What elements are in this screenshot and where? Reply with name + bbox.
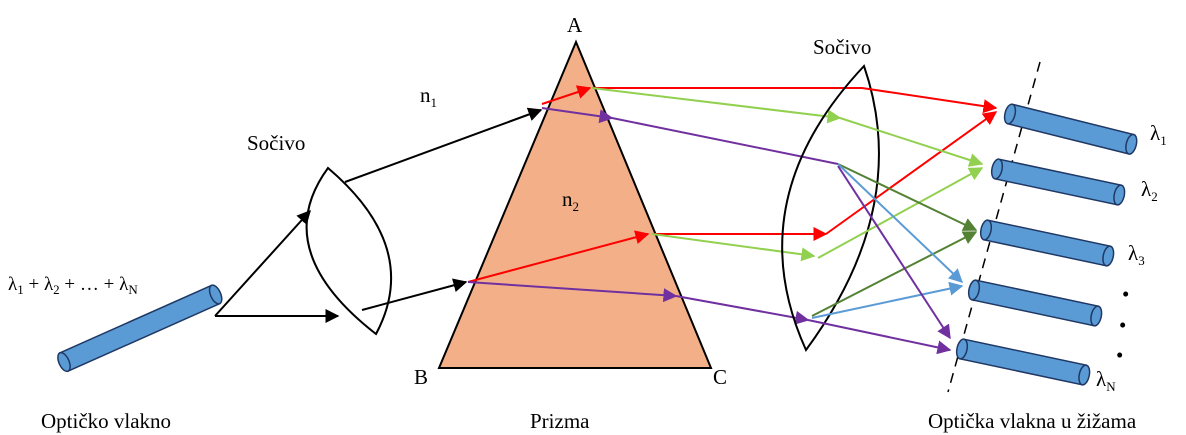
source-fiber-caption: Optičko vlakno xyxy=(41,409,171,433)
lambda-3-label: λ3 xyxy=(1128,241,1145,268)
prism-rays xyxy=(467,85,678,303)
input-rays xyxy=(214,107,543,323)
n1-label: n1 xyxy=(420,83,437,110)
vertex-c-label: C xyxy=(713,365,727,389)
exit-rays xyxy=(591,87,862,325)
output-fiber-4 xyxy=(967,279,1103,327)
lambda-1-label: λ1 xyxy=(1150,121,1167,148)
right-lens-label: Sočivo xyxy=(813,35,871,59)
ellipsis-dot-2: • xyxy=(1119,313,1126,337)
vertex-b-label: B xyxy=(414,365,428,389)
vertex-a-label: A xyxy=(567,13,583,37)
output-fiber-2 xyxy=(990,158,1126,206)
lambda-n-label: λN xyxy=(1096,367,1116,394)
output-fiber-5 xyxy=(955,338,1091,386)
source-fiber xyxy=(57,284,223,373)
n2-label: n2 xyxy=(562,187,579,214)
output-fiber-3 xyxy=(979,219,1115,267)
focused-rays xyxy=(807,87,998,355)
prism xyxy=(437,39,713,369)
output-fibers-caption: Optička vlakna u žižama xyxy=(928,409,1137,433)
prism-caption: Prizma xyxy=(530,409,590,433)
left-lens-label: Sočivo xyxy=(247,131,305,155)
output-fibers xyxy=(955,103,1138,386)
output-fiber-1 xyxy=(1003,103,1138,155)
lambda-2-label: λ2 xyxy=(1141,177,1158,204)
left-lens xyxy=(305,166,393,336)
ellipsis-dot-1: • xyxy=(1122,282,1129,306)
ellipsis-dot-3: • xyxy=(1116,343,1123,367)
right-lens xyxy=(781,64,880,352)
input-sum-label: λ1 + λ2 + … + λN xyxy=(8,274,138,297)
